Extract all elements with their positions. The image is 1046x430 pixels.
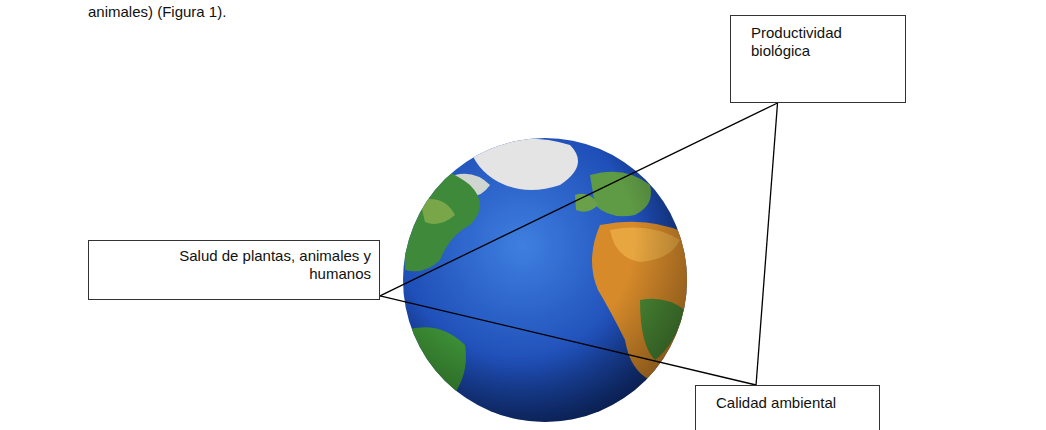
box-text: Productividad biológica (751, 24, 891, 60)
text-box: Salud de plantas, animales y humanos (88, 240, 380, 300)
text-box: Calidad ambiental (695, 385, 880, 430)
text-box: Productividad biológica (730, 15, 906, 103)
triangle-side (380, 296, 756, 385)
triangle-side (756, 103, 777, 385)
text-fragment: animales) (Figura 1). (88, 3, 226, 21)
box-text: Calidad ambiental (716, 394, 836, 412)
triangle-side (380, 103, 778, 296)
box-text: Salud de plantas, animales y humanos (166, 247, 371, 283)
